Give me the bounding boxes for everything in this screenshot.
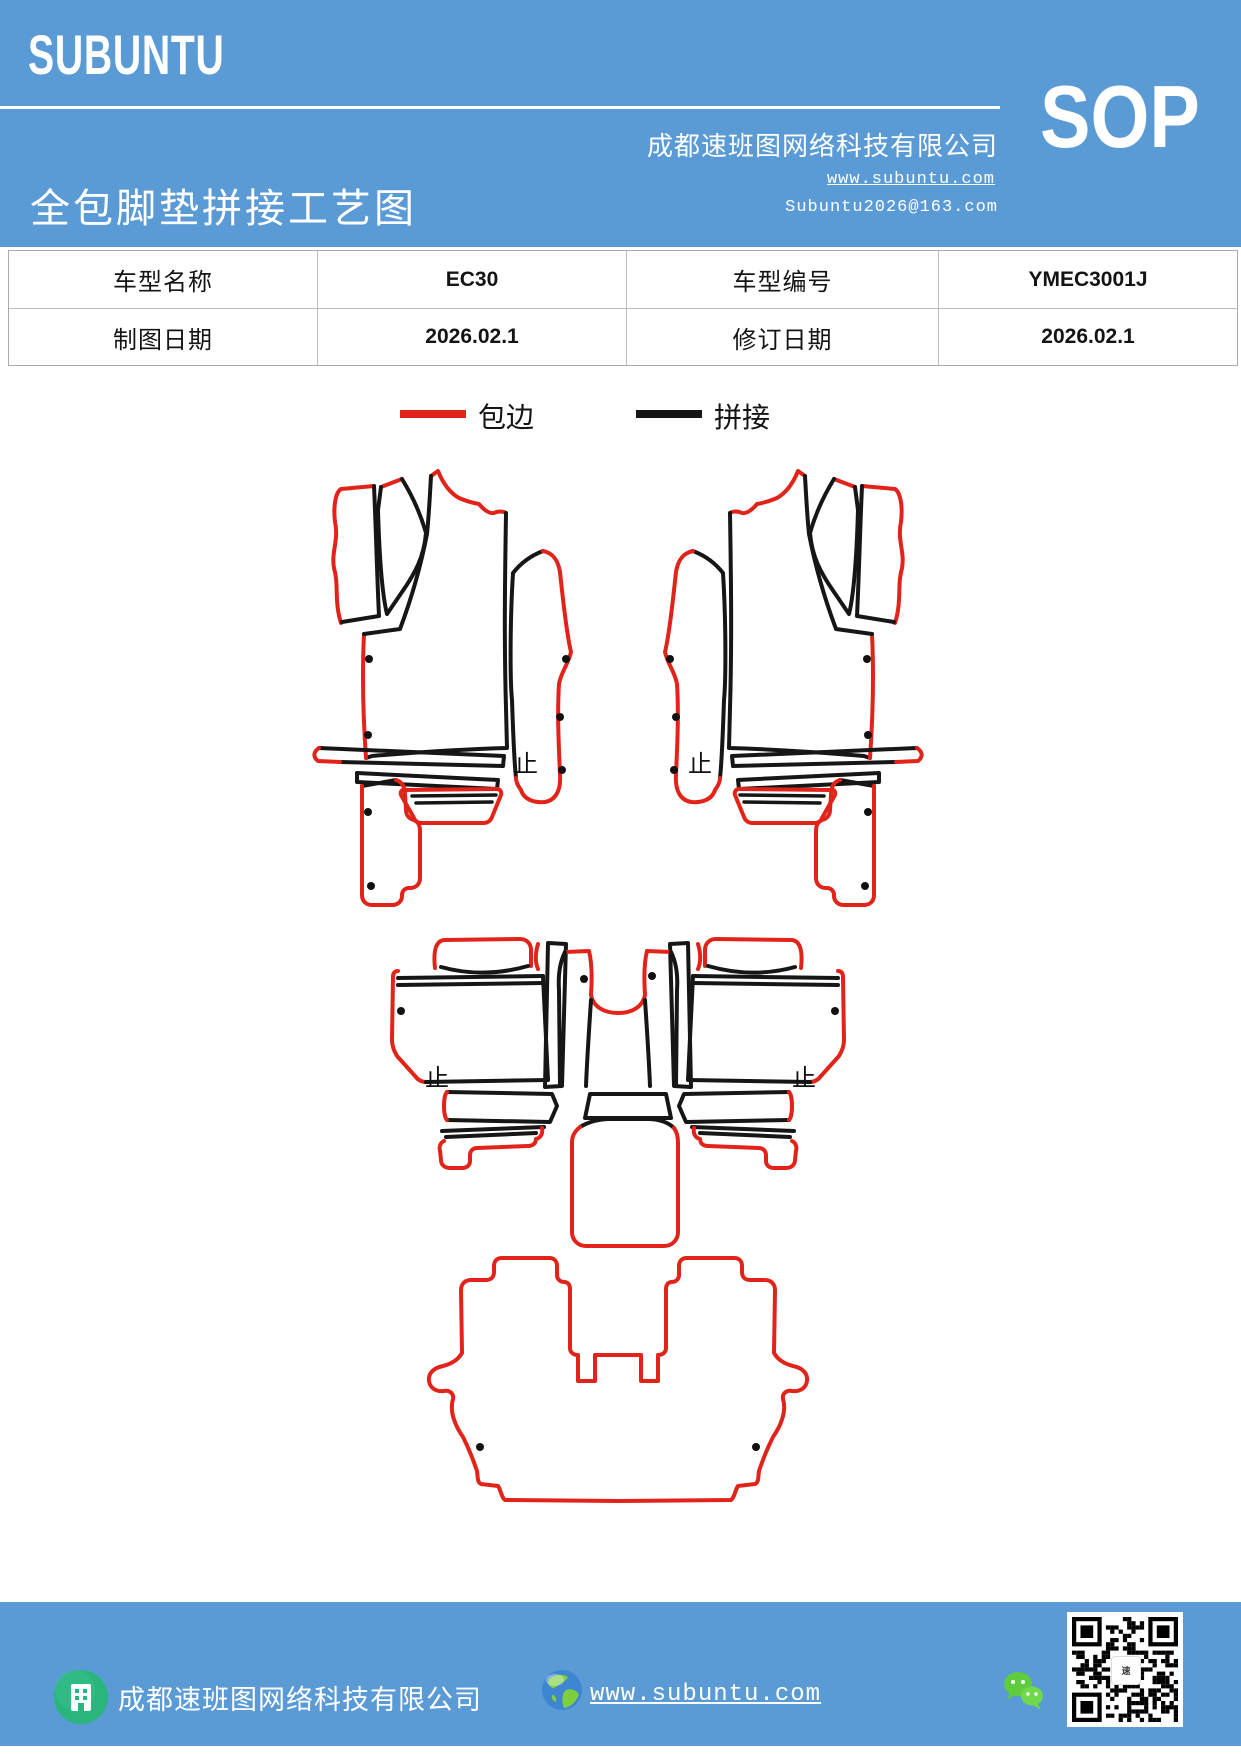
sop-label: SOP [1040, 67, 1200, 166]
tunnel-black [556, 950, 680, 1088]
heel-pad-lines [410, 793, 498, 805]
fix-dot [558, 766, 566, 774]
rear-hump-red [432, 937, 533, 970]
stop-mark-front-left: 止 [514, 751, 538, 778]
thin-strip-red-cap [533, 942, 540, 971]
slant-panel-red [379, 477, 404, 489]
slant-panel-black [376, 477, 428, 616]
model-code-value: YMEC3001J [939, 251, 1237, 309]
center-tunnel-piece [556, 949, 680, 1088]
front-left-mat-group [312, 469, 573, 907]
lower-step-red [437, 1126, 545, 1170]
rear-hump-arc [439, 964, 530, 975]
lower-strip2-black [440, 1125, 546, 1139]
legend-splice-label: 拼接 [714, 403, 771, 434]
footer-band [0, 1602, 1241, 1746]
fix-dot [580, 975, 588, 983]
console-pad-top-black [578, 1117, 676, 1130]
header-email[interactable]: Subuntu2026@163.com [785, 198, 998, 217]
side-piece-red [514, 549, 573, 805]
front-mat-right-black [364, 511, 509, 760]
fix-dot [562, 655, 570, 663]
fix-dot [397, 1007, 405, 1015]
legend-splice-swatch [636, 410, 702, 418]
building-badge-icon [54, 1670, 108, 1724]
corner-piece-red [360, 778, 422, 907]
stop-mark-rear-right: 止 [792, 1065, 816, 1092]
legend-binding-swatch [400, 410, 466, 418]
heel-strip2-black [355, 771, 500, 791]
draw-date-label: 制图日期 [9, 309, 318, 365]
front-right-mat-group [663, 469, 924, 907]
legend-binding-label: 包边 [478, 403, 535, 434]
footer-company-name: 成都速班图网络科技有限公司 [118, 1685, 482, 1715]
front-mat-left-red [360, 632, 368, 760]
trunk-outline-red [426, 1256, 620, 1503]
page-title: 全包脚垫拼接工艺图 [30, 186, 417, 231]
rear-mat-left-red [390, 969, 428, 1084]
footer-website-link[interactable]: www.subuntu.com [590, 1681, 822, 1708]
wechat-icon [1004, 1672, 1043, 1710]
tunnel-red [563, 949, 673, 1015]
trunk-mat-half [426, 1256, 620, 1503]
console-pad-red [570, 1125, 680, 1248]
center-trapezoid [583, 1092, 673, 1120]
vehicle-info-table: 车型名称 EC30 车型编号 YMEC3001J 制图日期 2026.02.1 … [8, 250, 1238, 366]
heel-strip-black [317, 746, 506, 768]
heel-pad-red [398, 787, 504, 825]
qr-center-logo: 速 [1111, 1656, 1141, 1685]
heel-strip-red-cap [312, 746, 342, 764]
front-mat-shoulder-black [362, 474, 433, 636]
revise-date-label: 修订日期 [627, 309, 939, 365]
fix-dot [364, 808, 372, 816]
rear-left-mat-group [390, 937, 568, 1170]
header-divider [0, 106, 1000, 109]
lower-strip1-red [442, 1090, 449, 1122]
fix-dot [648, 972, 656, 980]
draw-date-value: 2026.02.1 [318, 309, 627, 365]
console-pad [570, 1117, 680, 1248]
fix-dot [367, 882, 375, 890]
header-website-link[interactable]: www.subuntu.com [826, 170, 995, 189]
model-code-label: 车型编号 [627, 251, 939, 309]
front-mat-top-red [429, 469, 508, 516]
rear-mat-top-lines [396, 974, 545, 987]
panel-edge-red [331, 484, 376, 625]
fix-dot [365, 655, 373, 663]
qr-code: 速 [1067, 1612, 1183, 1727]
model-name-value: EC30 [318, 251, 627, 309]
header-company-name: 成都速班图网络科技有限公司 [646, 132, 998, 161]
globe-icon [542, 1670, 582, 1710]
trunk-mat-mirror [616, 1256, 810, 1503]
revise-date-value: 2026.02.1 [1041, 325, 1135, 348]
lower-strip1-black [445, 1090, 559, 1124]
brand-logo: SUBUNTU [28, 23, 225, 86]
fix-dot [476, 1443, 484, 1451]
mat-diagram: 止 止 止 止 [312, 469, 924, 1503]
panel-edge-black [340, 484, 381, 624]
fix-dot [364, 731, 372, 739]
corner-piece-black [360, 778, 398, 788]
header-band: SUBUNTU 全包脚垫拼接工艺图 成都速班图网络科技有限公司 SOP www.… [0, 0, 1241, 247]
stop-mark-rear-left: 止 [425, 1065, 449, 1092]
stop-mark-front-right: 止 [688, 751, 712, 778]
fix-dot [556, 713, 564, 721]
model-name-label: 车型名称 [9, 251, 318, 309]
thin-strip-black [543, 941, 568, 1089]
rear-right-mat-group [668, 937, 846, 1170]
side-piece-black [508, 549, 545, 780]
